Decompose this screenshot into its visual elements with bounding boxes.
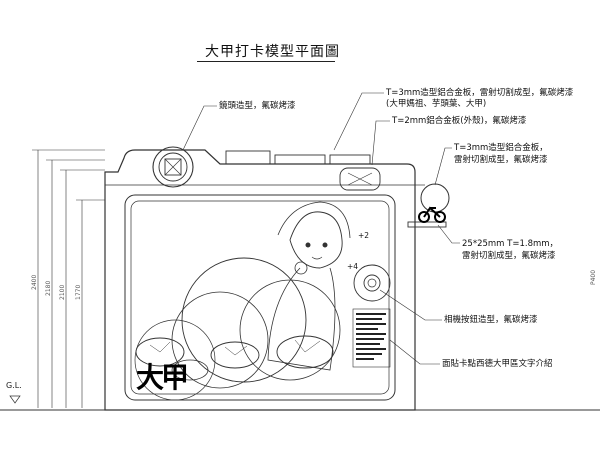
tube-label-line1: 25*25mm T=1.8mm， bbox=[462, 239, 559, 249]
dimension-2400: 2400 bbox=[31, 274, 38, 290]
drawing-title: 大甲打卡模型平面圖 bbox=[205, 44, 340, 60]
camera-button-label: 相機按鈕造型，氟碳烤漆 bbox=[444, 315, 538, 325]
bicycle-icon bbox=[418, 206, 446, 223]
tube-label-line2: 雷射切割成型，氟碳烤漆 bbox=[462, 251, 556, 261]
ground-level-label: G.L. bbox=[6, 381, 22, 390]
panel-text-label: 面貼卡點西德大甲區文字介紹 bbox=[442, 359, 553, 369]
t3-plate-label-line2: (大甲媽祖、芋頭葉、大甲) bbox=[386, 99, 487, 109]
bike-plate-label-line1: T=3mm造型鋁合金板， bbox=[454, 143, 548, 153]
dimension-p400: P400 bbox=[590, 269, 597, 285]
dimension-2100: 2100 bbox=[59, 284, 66, 300]
mark-plus-4: +4 bbox=[347, 262, 359, 271]
dimension-2180: 2180 bbox=[45, 280, 52, 296]
dajia-logo-text: 大甲 bbox=[136, 361, 189, 394]
title-underline bbox=[197, 61, 335, 62]
mark-plus-2: +2 bbox=[358, 231, 370, 240]
t3-plate-label-line1: T=3mm造型鋁合金板，雷射切割成型，氟碳烤漆 bbox=[386, 88, 574, 98]
shell-label: T=2mm鋁合金板(外殼)，氟碳烤漆 bbox=[392, 116, 527, 126]
lens-label: 鏡頭造型，氟碳烤漆 bbox=[219, 101, 296, 111]
dimension-1770: 1770 bbox=[75, 284, 82, 300]
bike-plate-label-line2: 雷射切割成型，氟碳烤漆 bbox=[454, 155, 548, 165]
